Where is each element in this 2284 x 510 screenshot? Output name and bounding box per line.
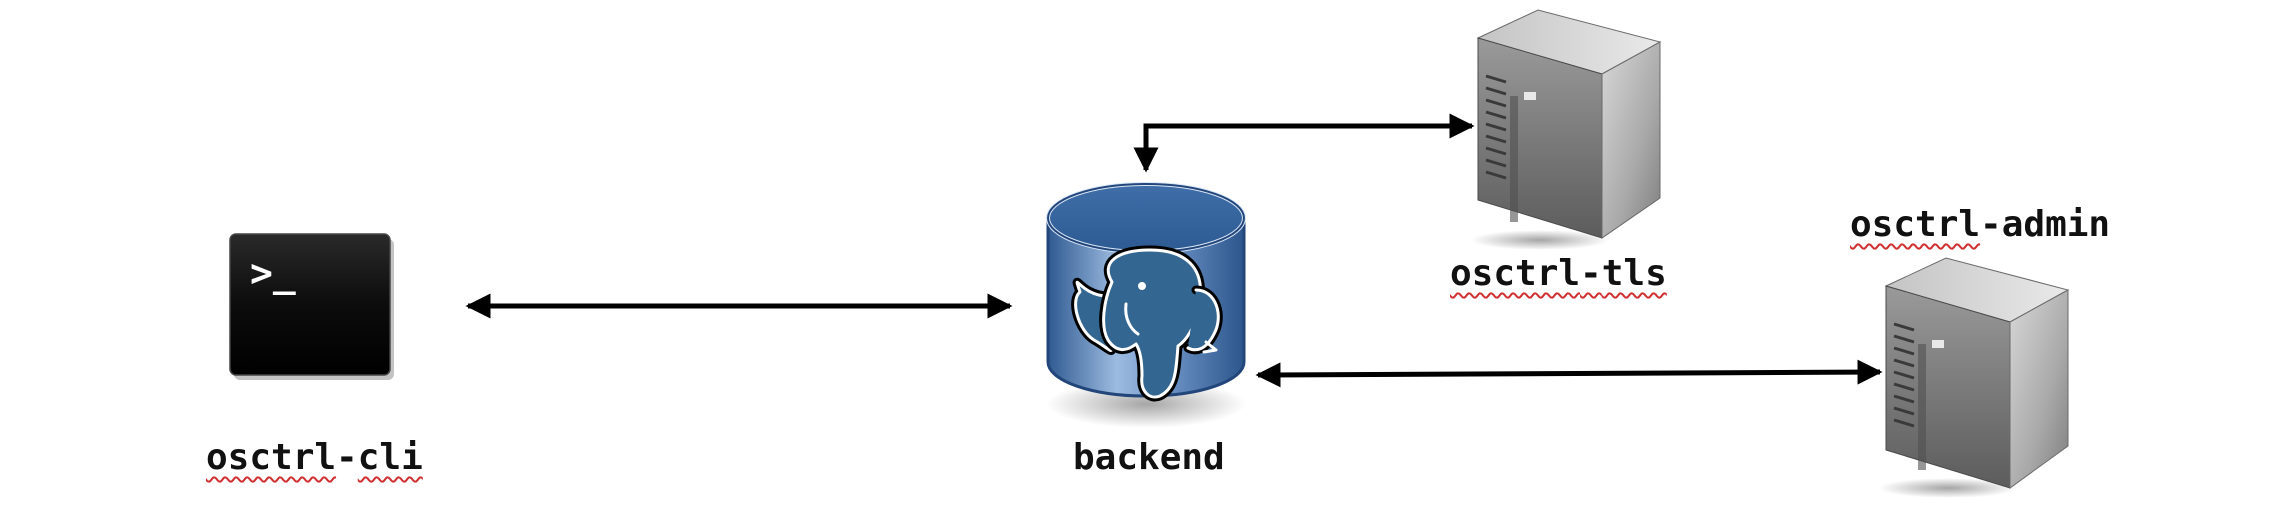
label-word: backend [1073, 437, 1225, 478]
label-word: cli [357, 437, 423, 478]
label-osctrl-tls: osctrl-tls [1450, 256, 1667, 292]
server-icon [1470, 9, 1662, 250]
label-word: osctrl [1850, 204, 1981, 245]
elephant-icon [1071, 245, 1223, 402]
connector-backend-admin [1255, 359, 1883, 388]
server-icon [1878, 257, 2070, 498]
connector-backend-tls [1133, 113, 1475, 173]
label-backend: backend [1073, 440, 1225, 476]
label-word: admin [2001, 204, 2111, 245]
label-separator: - [1580, 253, 1602, 294]
server-vents [1893, 322, 1915, 428]
label-separator: - [1980, 204, 2002, 245]
label-osctrl-admin: osctrl-admin [1850, 207, 2110, 243]
terminal-icon [229, 233, 394, 380]
terminal-prompt: >_ [250, 251, 296, 295]
server-vents [1485, 74, 1507, 180]
label-osctrl-cli: osctrl-cli [206, 440, 423, 476]
label-separator: - [336, 437, 358, 478]
postgresql-database-icon [1046, 182, 1246, 428]
label-word: tls [1601, 253, 1667, 294]
label-word: osctrl [206, 437, 337, 478]
label-word: osctrl [1450, 253, 1581, 294]
